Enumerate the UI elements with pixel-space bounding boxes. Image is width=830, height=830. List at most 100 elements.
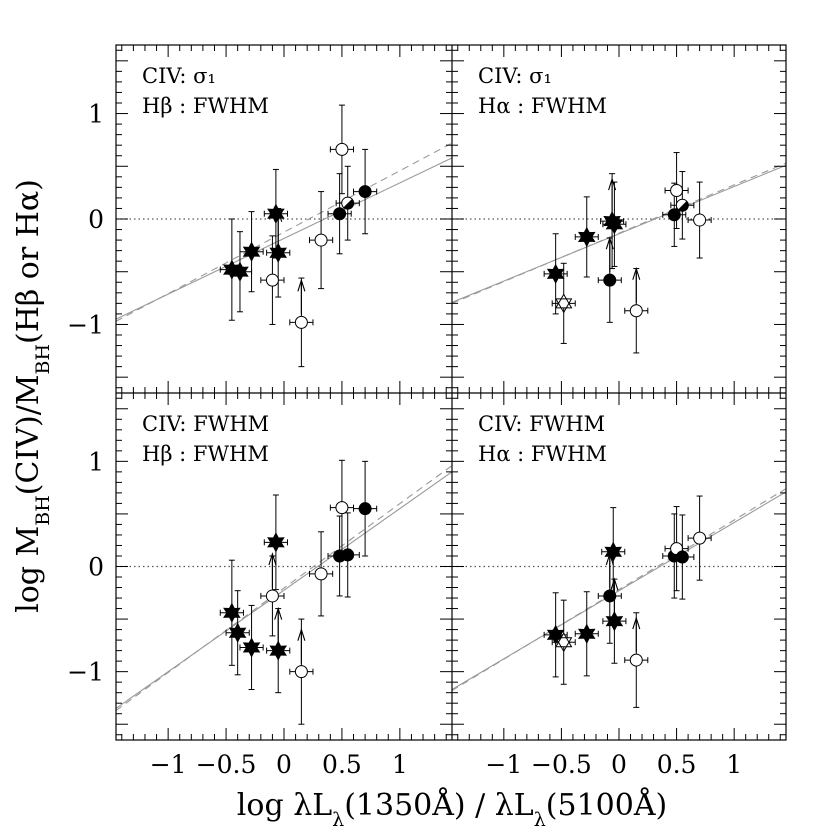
y-tick-label: 1 — [88, 100, 104, 129]
filled-star-marker — [223, 602, 241, 623]
panel-label-line2: Hβ : FWHM — [142, 442, 269, 466]
y-tick-label: 0 — [88, 205, 104, 234]
open-circle-marker — [294, 665, 308, 679]
x-tick-label: 0 — [611, 750, 627, 779]
filled-star-marker — [267, 532, 285, 553]
x-tick-label: 0.5 — [322, 750, 362, 779]
filled-circle-marker — [333, 207, 347, 221]
data-point-filled-star — [219, 559, 244, 666]
x-tick-label: 0 — [276, 750, 292, 779]
y-tick-label: 1 — [88, 447, 104, 476]
fit-line-dashed — [116, 465, 452, 712]
data-point-filled-circle — [597, 236, 622, 323]
filled-circle-marker — [358, 185, 372, 199]
open-circle-marker — [629, 304, 643, 318]
data-point-open-circle — [664, 506, 689, 592]
lower-limit-arrowhead — [632, 616, 641, 630]
fit-line-solid — [116, 157, 452, 320]
panel-label-line2: Hα : FWHM — [478, 442, 607, 466]
x-tick-label: −0.5 — [196, 750, 257, 779]
fit-line-solid — [116, 471, 452, 709]
panel-label-line1: CIV: σ₁ — [142, 64, 216, 88]
open-star-marker — [555, 637, 573, 653]
lower-limit-arrowhead — [274, 606, 283, 620]
panel-label-line1: CIV: FWHM — [142, 412, 269, 436]
lower-limit-arrowhead — [297, 627, 306, 641]
panel-plot-area — [116, 104, 452, 368]
filled-circle-marker — [603, 273, 617, 287]
x-axis-title: log λLλ(1350Å) / λLλ(5100Å) — [237, 787, 667, 830]
data-point-open-star — [551, 599, 576, 685]
lower-limit-arrowhead — [632, 266, 641, 280]
half-circle-fill — [343, 198, 354, 210]
panel-plot-area — [452, 488, 786, 708]
data-point-filled-circle — [353, 148, 378, 235]
data-point-filled-star — [225, 590, 250, 676]
open-circle-marker — [314, 567, 328, 581]
data-point-filled-circle — [327, 173, 352, 255]
data-point-open-circle — [308, 531, 334, 617]
x-tick-label: 0.5 — [657, 750, 697, 779]
x-tick-label: 1 — [392, 750, 408, 779]
data-point-filled-star — [239, 211, 264, 293]
data-point-filled-circle — [670, 514, 695, 600]
data-point-filled-star — [263, 494, 288, 591]
panel-ticks — [452, 393, 786, 740]
open-circle-marker — [693, 213, 707, 227]
x-tick-label: −0.5 — [531, 750, 592, 779]
data-point-open-circle — [308, 191, 334, 290]
filled-star-marker — [605, 214, 624, 235]
data-point-open-star — [551, 262, 576, 344]
filled-star-marker — [269, 640, 287, 661]
panel-label-line1: CIV: FWHM — [478, 412, 605, 436]
data-point-filled-circle — [353, 460, 378, 557]
open-circle-marker — [629, 653, 643, 667]
fit-line-dashed — [452, 488, 786, 692]
filled-circle-marker — [675, 550, 689, 564]
fit-line-dashed — [452, 162, 786, 304]
lower-limit-arrowhead — [274, 208, 283, 222]
y-tick-label: −1 — [67, 310, 104, 339]
data-point-open-circle — [260, 235, 285, 325]
filled-star-marker — [231, 261, 249, 282]
data-point-half-circle — [670, 171, 695, 240]
filled-star-marker — [577, 226, 596, 248]
filled-star-marker — [605, 611, 624, 632]
panel-ticks — [116, 393, 452, 740]
half-circle-fill — [678, 201, 689, 212]
panel-plot-area — [116, 459, 452, 725]
data-point-filled-circle — [335, 512, 360, 598]
filled-circle-marker — [358, 502, 372, 516]
panel-plot-area — [452, 152, 786, 354]
open-star-marker — [555, 298, 573, 314]
panel-bottom-left: CIV: FWHM Hβ : FWHM — [116, 393, 452, 740]
open-circle-marker — [314, 233, 328, 247]
data-point-filled-star — [602, 577, 627, 664]
data-point-open-circle — [329, 459, 355, 556]
data-point-filled-circle — [597, 548, 622, 644]
filled-star-marker — [604, 541, 623, 562]
filled-star-marker — [242, 241, 261, 262]
filled-star-marker — [242, 637, 261, 658]
filled-circle-marker — [341, 548, 355, 562]
data-point-open-circle — [624, 266, 649, 354]
data-point-open-circle — [260, 552, 285, 637]
panel-ticks — [116, 45, 452, 393]
panel-top-left: CIV: σ₁ Hβ : FWHM — [116, 45, 452, 393]
data-point-filled-star — [263, 168, 288, 259]
filled-star-marker — [267, 203, 285, 224]
data-point-half-circle — [335, 165, 360, 241]
open-circle-marker — [294, 315, 308, 329]
filled-star-marker — [269, 242, 287, 263]
open-star-marker — [555, 632, 573, 648]
plot-frame — [115, 44, 787, 741]
open-circle-marker — [335, 142, 349, 156]
panel-label-line2: Hβ : FWHM — [142, 94, 269, 118]
lower-limit-arrowhead — [610, 577, 619, 591]
open-circle-marker — [265, 589, 279, 603]
data-point-open-circle — [289, 618, 314, 725]
y-tick-label: 0 — [88, 553, 104, 582]
open-circle-marker — [265, 273, 279, 287]
